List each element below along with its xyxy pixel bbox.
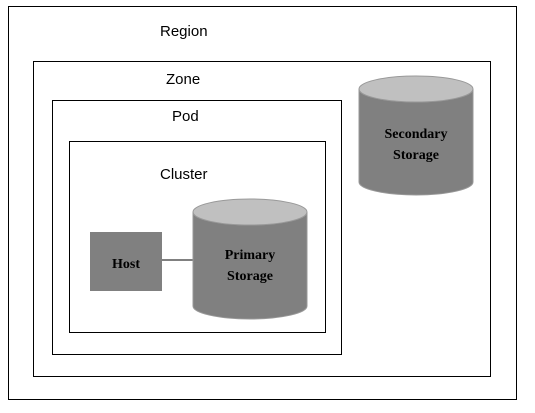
secondary-storage-cylinder: Secondary Storage bbox=[358, 75, 474, 196]
primary-storage-label-line1: Primary bbox=[225, 248, 276, 263]
primary-storage-cylinder: Primary Storage bbox=[192, 198, 308, 320]
primary-storage-label-line2: Storage bbox=[227, 269, 273, 284]
host-label: Host bbox=[112, 257, 140, 272]
host-node: Host bbox=[90, 232, 162, 291]
secondary-storage-label-line2: Storage bbox=[393, 148, 439, 163]
region-label: Region bbox=[160, 23, 208, 40]
cluster-label: Cluster bbox=[160, 166, 208, 183]
secondary-storage-label-line1: Secondary bbox=[385, 127, 448, 142]
zone-label: Zone bbox=[166, 71, 201, 88]
pod-label: Pod bbox=[172, 108, 199, 125]
